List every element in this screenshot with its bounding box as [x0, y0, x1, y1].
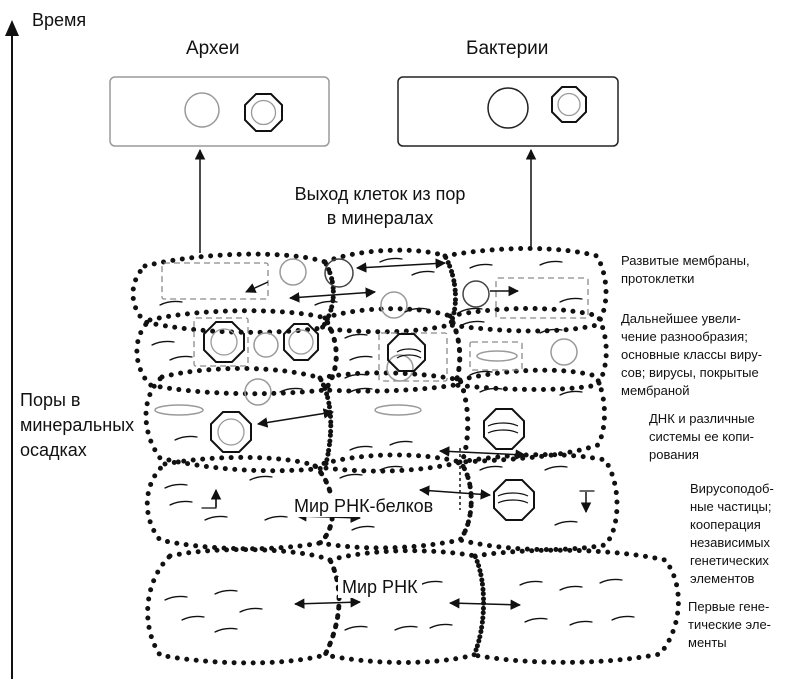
stage-line: ные частицы;: [690, 499, 772, 514]
double-arrow-rna-1: [293, 597, 362, 609]
cell-round: [279, 258, 307, 286]
pore-rna-center: [321, 548, 487, 666]
pore-rnaprotein-right: [455, 452, 620, 553]
cell-ellipse: [154, 404, 204, 416]
stage-line: протоклетки: [621, 271, 695, 286]
stage-line: рования: [649, 447, 699, 462]
pore-diversity-left: [134, 308, 339, 397]
pore-rna-left: [145, 547, 342, 666]
membrane-box-3: [193, 317, 249, 367]
stage-line: чение разнообразия;: [621, 329, 748, 344]
bacteria-label: Бактерии: [466, 38, 549, 59]
pores-label-line: осадках: [20, 440, 87, 460]
cell-round: [253, 332, 279, 358]
cell-ellipse: [476, 350, 518, 362]
stage-line: сов; вирусы, покрытые: [621, 365, 759, 380]
pores-label: Поры в минеральных осадках: [20, 388, 134, 463]
double-arrow-dna-2: [438, 446, 527, 460]
stage-dna: ДНК и различные системы ее копи- рования: [649, 410, 755, 464]
stage-line: ДНК и различные: [649, 411, 755, 426]
stage-line: системы ее копи-: [649, 429, 754, 444]
stage-line: генетических: [690, 553, 769, 568]
pore-membrane-right: [441, 246, 609, 334]
archaea-box: [109, 76, 330, 147]
pores-label-line: минеральных: [20, 415, 135, 435]
bacteria-virus-icon: [551, 86, 587, 123]
double-arrow-rnaprotein-2: [418, 485, 492, 500]
virus-icon: [493, 479, 535, 521]
bacteria-cell-round: [487, 87, 529, 129]
cell-ellipse: [374, 404, 422, 416]
stage-virus-like: Вирусоподоб- ные частицы; кооперация нез…: [690, 480, 774, 588]
exit-label-line: в минералах: [326, 208, 434, 228]
pores-label-line: Поры в: [20, 390, 81, 410]
cell-round: [324, 258, 354, 288]
world-rna-label: Мир РНК: [338, 577, 422, 598]
stage-diversity: Дальнейшее увели- чение разнообразия; ос…: [621, 310, 762, 400]
stage-line: элементов: [690, 571, 755, 586]
virus-icon: [283, 323, 319, 361]
pore-membrane-center: [317, 247, 458, 335]
double-arrow-membrane-1: [288, 287, 377, 303]
pore-dna-right: [456, 367, 607, 465]
cell-round: [462, 280, 490, 308]
stage-line: Дальнейшее увели-: [621, 311, 741, 326]
cell-round: [550, 338, 578, 366]
virus-icon: [483, 408, 525, 450]
bacteria-box: [397, 76, 619, 147]
stage-line: менты: [688, 635, 727, 650]
arrow-small: [245, 281, 269, 293]
stage-line: Развитые мембраны,: [621, 253, 750, 268]
pore-membrane-left: [130, 251, 336, 335]
world-rna-protein-label: Мир РНК-белков: [290, 496, 438, 517]
double-arrow-membrane-2: [355, 258, 447, 273]
archaea-virus-icon: [244, 93, 283, 132]
archaea-cell-round: [184, 92, 220, 128]
double-arrow-dna-1: [256, 408, 335, 428]
virus-icon: [387, 333, 426, 372]
exit-label-line: Выход клеток из пор: [294, 184, 466, 204]
membrane-box-2: [495, 277, 589, 319]
cell-round: [244, 378, 272, 406]
stage-line: независимых: [690, 535, 771, 550]
time-axis-arrowhead: [5, 20, 19, 36]
pore-dna-left: [143, 365, 334, 474]
membrane-box-5: [469, 341, 523, 371]
genetic-elements: [151, 257, 635, 633]
pore-diversity-center: [320, 306, 463, 394]
pore-diversity-right: [446, 306, 609, 392]
cell-round: [380, 291, 408, 319]
stage-line: мембраной: [621, 383, 690, 398]
cell-round: [386, 354, 414, 382]
stage-line: тические эле-: [688, 617, 772, 632]
membrane-box-1: [161, 262, 269, 300]
stage-line: основные классы виру-: [621, 347, 763, 362]
double-arrow-rna-2: [448, 598, 522, 610]
stage-line: кооперация: [690, 517, 761, 532]
stage-membranes: Развитые мембраны, протоклетки: [621, 252, 750, 288]
virus-icon: [210, 411, 252, 453]
archaea-label: Археи: [186, 38, 240, 59]
stage-line: Вирусоподоб-: [690, 481, 774, 496]
stage-line: Первые гене-: [688, 599, 770, 614]
stage-first-genetic: Первые гене- тические эле- менты: [688, 598, 771, 652]
pore-rna-right: [470, 547, 681, 665]
exit-label: Выход клеток из пор в минералах: [265, 182, 495, 230]
axis-label: Время: [32, 10, 87, 30]
virus-icon: [203, 321, 245, 363]
